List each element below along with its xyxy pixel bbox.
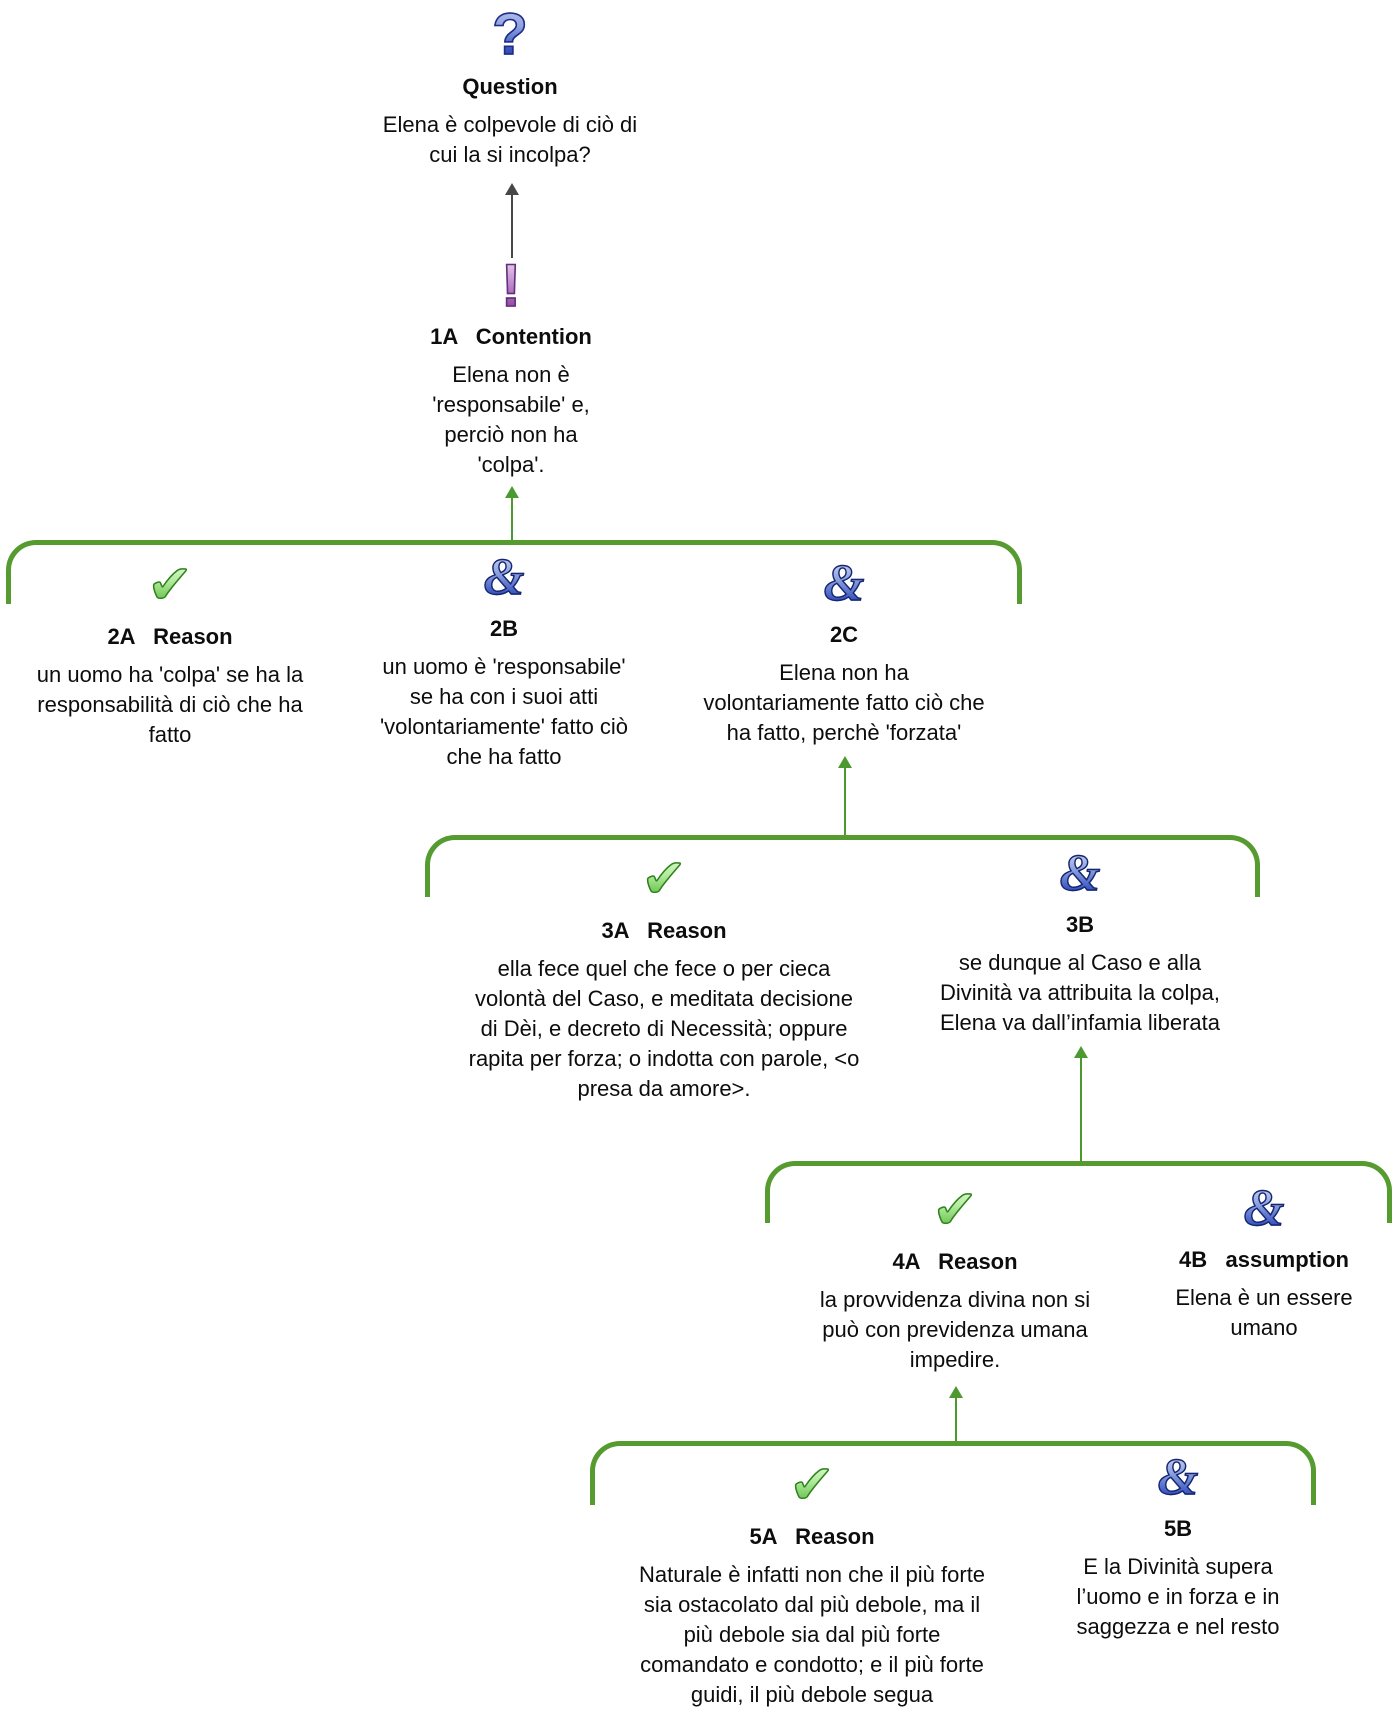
node-text: se dunque al Caso e alla Divinità va att… [939, 950, 1221, 1035]
node-text: Elena non ha volontariamente fatto ciò c… [703, 660, 985, 745]
node-text: Naturale è infatti non che il più forte … [638, 1562, 986, 1707]
reason-check-icon: ✔ [10, 557, 330, 614]
node-label: 2C [829, 622, 859, 647]
node-4b-assumption[interactable]: & 4B assumption Elena è un essere umano [1134, 1182, 1394, 1343]
arrow-head-icon [1074, 1046, 1088, 1058]
arrow-head-icon [505, 486, 519, 498]
reason-check-icon: ✔ [434, 851, 894, 908]
node-text: ella fece quel che fece o per cieca volo… [468, 956, 860, 1101]
and-icon: & [349, 551, 659, 606]
group-bracket-2 [6, 540, 1022, 604]
node-text: E la Divinità supera l’uomo e in forza e… [1076, 1554, 1280, 1639]
node-text: Elena è colpevole di ciò di cui la si in… [382, 112, 638, 167]
group-bracket-4 [765, 1161, 1392, 1223]
node-label: 1A Contention [430, 324, 592, 349]
node-2b[interactable]: & 2B un uomo è 'responsabile' se ha con … [349, 551, 659, 772]
group-bracket-5 [590, 1441, 1316, 1505]
arrow-head-icon [949, 1386, 963, 1398]
node-3a-reason[interactable]: ✔ 3A Reason ella fece quel che fece o pe… [434, 851, 894, 1104]
node-label: 2B [489, 616, 519, 641]
node-2a-reason[interactable]: ✔ 2A Reason un uomo ha 'colpa' se ha la … [10, 557, 330, 750]
contention-icon: ! [381, 255, 641, 317]
node-1a-contention[interactable]: ! 1A Contention Elena non è 'responsabil… [381, 255, 641, 480]
node-3b[interactable]: & 3B se dunque al Caso e alla Divinità v… [905, 847, 1255, 1038]
arrow-head-icon [838, 756, 852, 768]
question-arrow [505, 183, 519, 258]
and-icon: & [1134, 1182, 1394, 1237]
and-icon: & [905, 847, 1255, 902]
and-icon: & [679, 557, 1009, 612]
support-arrow [949, 1386, 963, 1443]
node-label: 4B assumption [1179, 1247, 1349, 1272]
reason-check-icon: ✔ [785, 1182, 1125, 1239]
node-text: un uomo è 'responsabile' se ha con i suo… [379, 654, 629, 769]
node-text: un uomo ha 'colpa' se ha la responsabili… [36, 662, 304, 747]
node-text: Elena non è 'responsabile' e, perciò non… [432, 362, 590, 477]
node-label: Question [462, 74, 558, 99]
node-label: 5A Reason [749, 1524, 875, 1549]
node-question[interactable]: ? Question Elena è colpevole di ciò di c… [310, 5, 710, 170]
node-text: Elena è un essere umano [1175, 1285, 1353, 1340]
node-5a-reason[interactable]: ✔ 5A Reason Naturale è infatti non che i… [602, 1457, 1022, 1710]
node-2c[interactable]: & 2C Elena non ha volontariamente fatto … [679, 557, 1009, 748]
arrow-head-icon [505, 183, 519, 195]
node-label: 2A Reason [107, 624, 233, 649]
node-4a-reason[interactable]: ✔ 4A Reason la provvidenza divina non si… [785, 1182, 1125, 1375]
support-arrow [1074, 1046, 1088, 1163]
and-icon: & [1038, 1451, 1318, 1506]
reason-check-icon: ✔ [602, 1457, 1022, 1514]
group-bracket-3 [425, 835, 1260, 897]
support-arrow [505, 486, 519, 542]
node-5b[interactable]: & 5B E la Divinità supera l’uomo e in fo… [1038, 1451, 1318, 1642]
node-label: 4A Reason [892, 1249, 1018, 1274]
support-arrow [838, 756, 852, 836]
node-text: la provvidenza divina non si può con pre… [819, 1287, 1091, 1372]
node-label: 5B [1163, 1516, 1193, 1541]
node-label: 3A Reason [601, 918, 727, 943]
question-icon: ? [310, 5, 710, 65]
node-label: 3B [1065, 912, 1095, 937]
